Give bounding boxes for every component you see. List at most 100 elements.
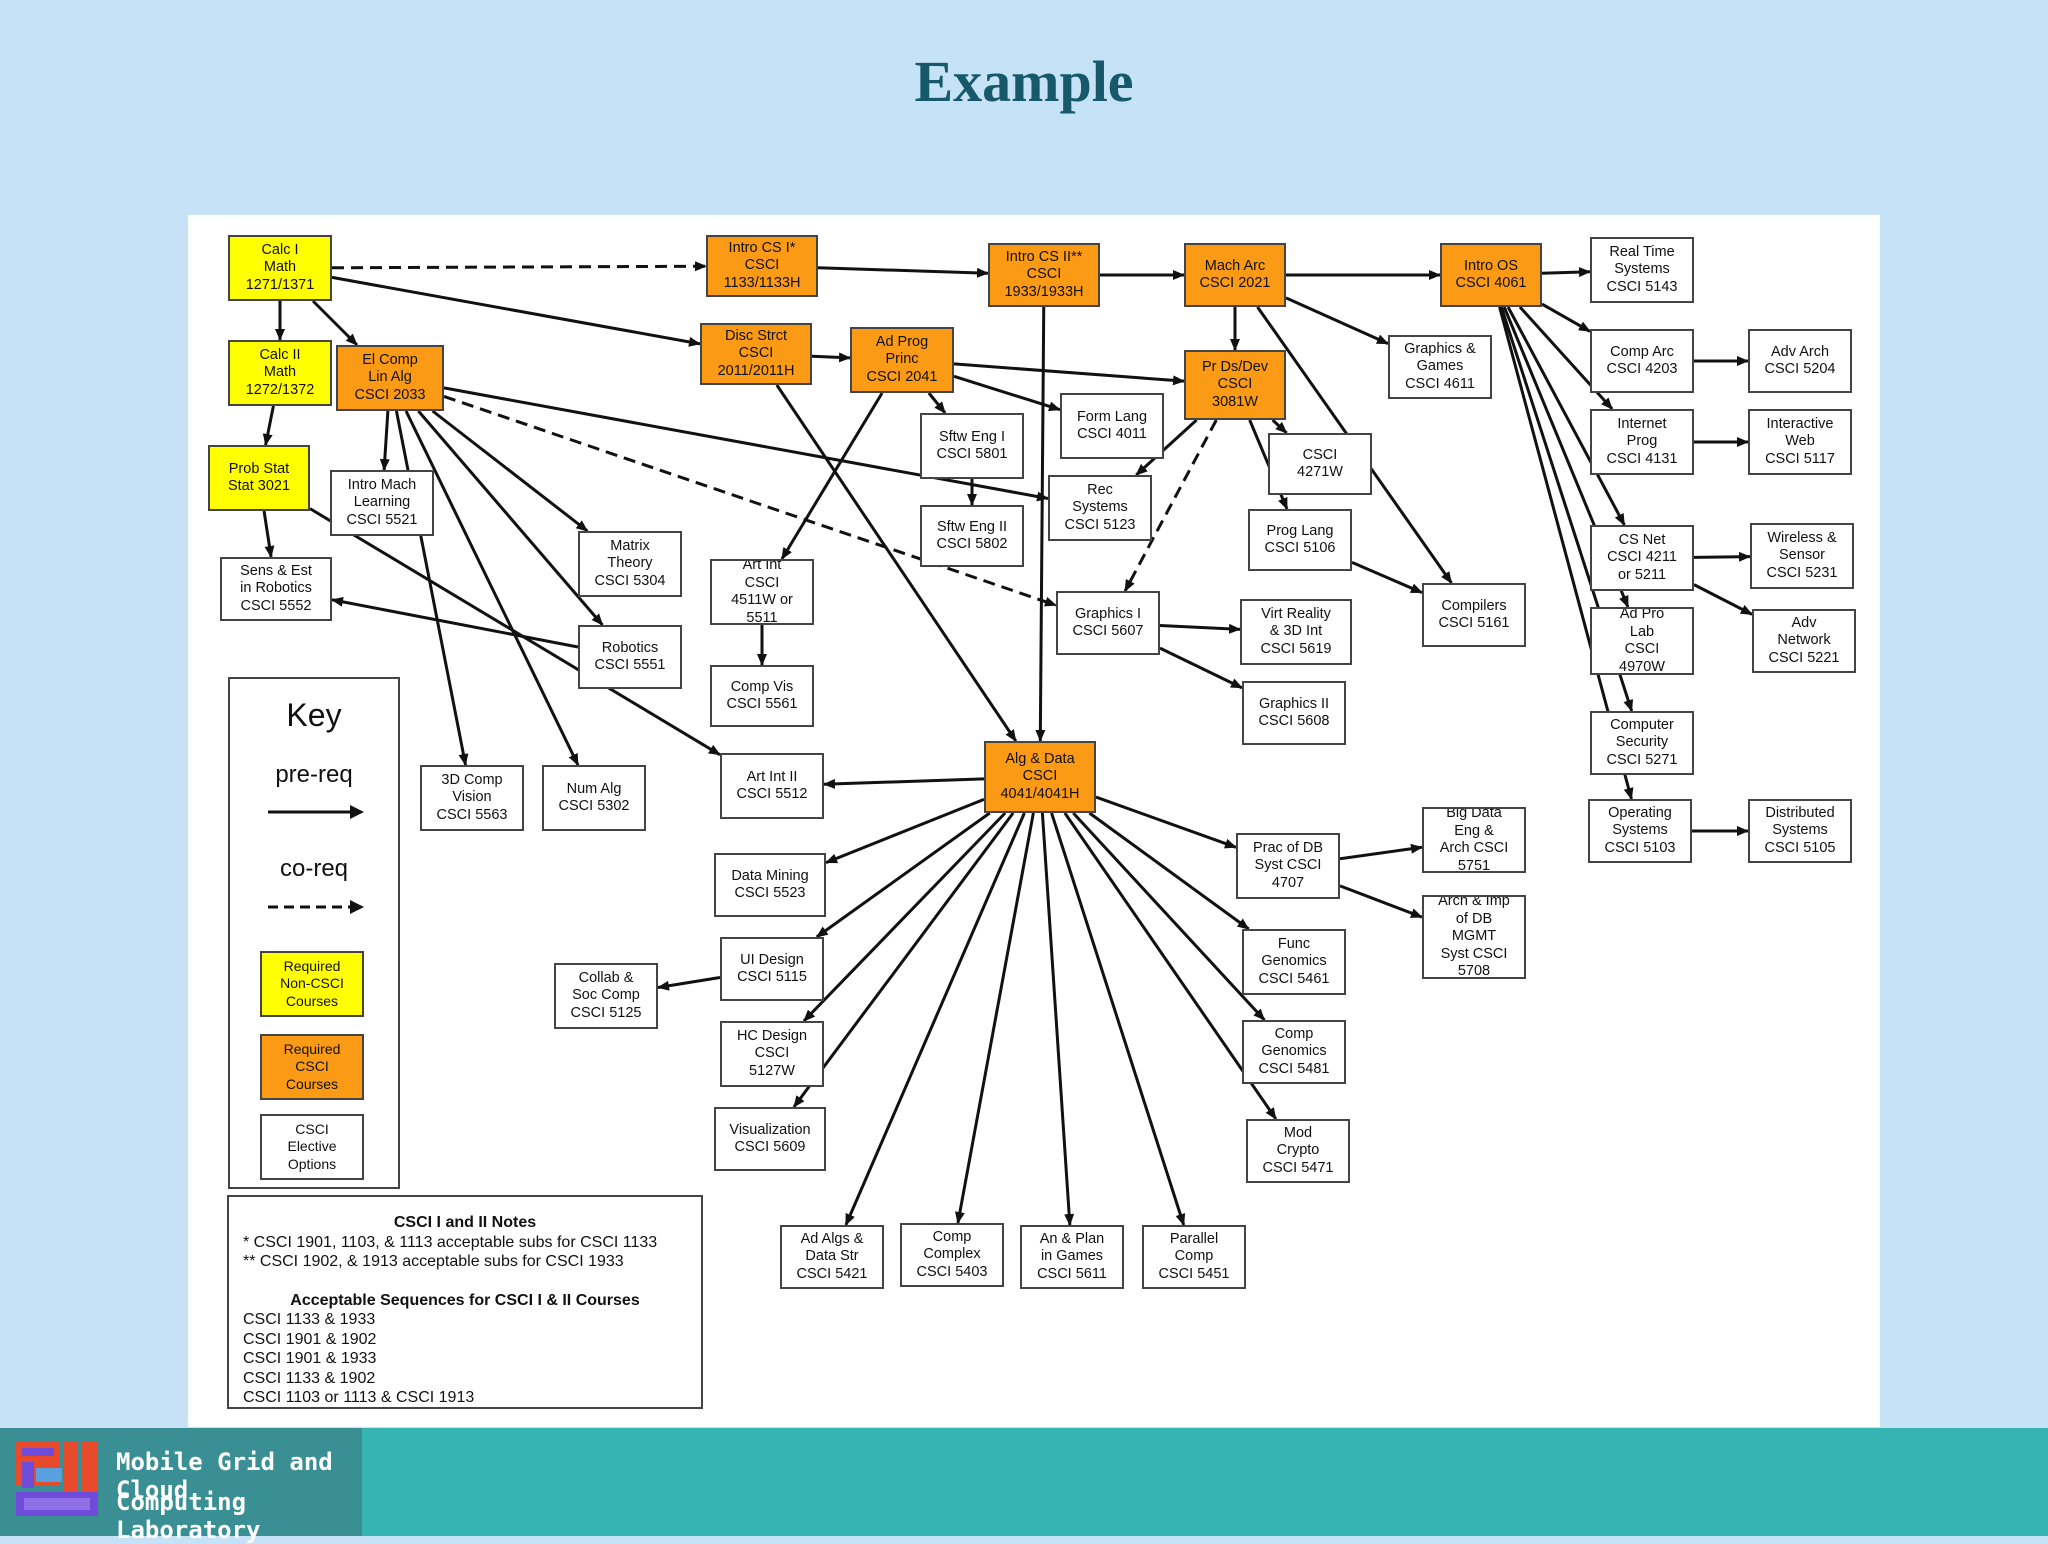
prereq-arrow-algdata-hcdesign <box>802 811 1007 1023</box>
course-node-realtime: Real Time Systems CSCI 5143 <box>1590 237 1694 303</box>
prereq-arrow-pracdb-bigdata <box>1339 843 1423 861</box>
prereq-arrow-introos-realtime <box>1541 267 1591 278</box>
course-node-compilers: Compilers CSCI 5161 <box>1422 583 1526 647</box>
notes-line: CSCI 1133 & 1902 <box>243 1369 376 1387</box>
prereq-arrow-elcomp-matrix <box>431 409 589 533</box>
course-node-probstat: Prob Stat Stat 3021 <box>208 445 310 511</box>
notes-heading-2: Acceptable Sequences for CSCI I & II Cou… <box>290 1291 640 1309</box>
course-node-compsec: Computer Security CSCI 5271 <box>1590 711 1694 775</box>
course-node-datamining: Data Mining CSCI 5523 <box>714 853 826 917</box>
prereq-arrow-graphics1-graphics2 <box>1159 646 1243 690</box>
course-node-artint2: Art Int II CSCI 5512 <box>720 753 824 819</box>
key-title: Key <box>286 697 342 733</box>
key-prereq-arrow <box>268 805 364 819</box>
prereq-arrow-algdata-artint2 <box>823 777 985 789</box>
prereq-arrow-prdsdev-recsys <box>1135 418 1198 477</box>
prereq-arrow-elcomp-numalg <box>404 410 580 766</box>
prereq-arrow-csnet-wireless <box>1693 551 1751 562</box>
prereq-arrow-adprog-artint <box>780 392 884 560</box>
prereq-arrow-proglang-compilers <box>1351 561 1423 594</box>
course-node-adprolab: Ad Pro Lab CSCI 4970W <box>1590 607 1694 675</box>
key-elective: CSCI Elective Options <box>260 1114 364 1180</box>
course-node-comparc: Comp Arc CSCI 4203 <box>1590 329 1694 393</box>
course-node-opsys: Operating Systems CSCI 5103 <box>1588 799 1692 863</box>
prereq-arrow-algdata-compcomplex <box>954 812 1035 1224</box>
prereq-arrow-introos-comparc <box>1541 302 1591 333</box>
lab-logo-icon <box>16 1442 98 1516</box>
course-node-graphics2: Graphics II CSCI 5608 <box>1242 681 1346 745</box>
prereq-arrow-csnet-advnet <box>1693 583 1753 616</box>
prereq-arrow-prdsdev-csci4271 <box>1271 418 1288 435</box>
course-node-compgen: Comp Genomics CSCI 5481 <box>1242 1020 1346 1084</box>
course-node-discstrct: Disc Strct CSCI 2011/2011H <box>700 323 812 385</box>
notes-line: CSCI 1103 or 1113 & CSCI 1913 <box>243 1389 475 1406</box>
prereq-arrow-graphics1-virtreal <box>1159 623 1241 634</box>
key-coreq-label: co-req <box>279 855 349 882</box>
prereq-arrow-algdata-anplan <box>1040 812 1075 1226</box>
course-node-pracdb: Prac of DB Syst CSCI 4707 <box>1236 833 1340 899</box>
course-node-robotics: Robotics CSCI 5551 <box>578 625 682 689</box>
coreq-arrow-prdsdev-graphics1 <box>1123 419 1218 592</box>
course-node-proglang: Prog Lang CSCI 5106 <box>1248 509 1352 571</box>
prereq-arrow-algdata-modcrypto <box>1063 812 1278 1120</box>
prereq-arrow-adprog-prdsdev <box>953 362 1185 386</box>
course-node-algdata: Alg & Data CSCI 4041/4041H <box>984 741 1096 813</box>
course-node-numalg: Num Alg CSCI 5302 <box>542 765 646 831</box>
notes-line: CSCI 1901 & 1933 <box>243 1350 377 1367</box>
course-node-funcgen: Func Genomics CSCI 5461 <box>1242 929 1346 995</box>
course-node-internetprog: Internet Prog CSCI 4131 <box>1590 409 1694 475</box>
prereq-arrow-algdata-compgen <box>1072 811 1266 1022</box>
course-node-sensest: Sens & Est in Robotics CSCI 5552 <box>220 557 332 621</box>
course-node-advnet: Adv Network CSCI 5221 <box>1752 609 1856 673</box>
prereq-arrow-introcs2-algdata <box>1035 306 1046 742</box>
course-node-sftweng2: Sftw Eng II CSCI 5802 <box>920 505 1024 567</box>
coreq-arrow-calc1-introcs1 <box>331 261 707 272</box>
course-node-graphgames: Graphics & Games CSCI 4611 <box>1388 335 1492 399</box>
prereq-arrow-algdata-funcgen <box>1088 811 1250 931</box>
course-node-visualization: Visualization CSCI 5609 <box>714 1107 826 1171</box>
prereq-arrow-algdata-visualization <box>792 812 1015 1108</box>
legend-key: Key pre-req co-req Required Non-CSCI Cou… <box>228 677 400 1189</box>
course-node-prdsdev: Pr Ds/Dev CSCI 3081W <box>1184 350 1286 420</box>
prereq-arrow-elcomp-recsys <box>443 386 1049 502</box>
course-node-anplan: An & Plan in Games CSCI 5611 <box>1020 1225 1124 1289</box>
prereq-arrow-discstrct-adprog <box>811 352 851 363</box>
course-node-matrix: Matrix Theory CSCI 5304 <box>578 531 682 597</box>
course-node-introcs2: Intro CS II** CSCI 1933/1933H <box>988 243 1100 307</box>
notes-line: * CSCI 1901, 1103, & 1113 acceptable sub… <box>243 1233 658 1251</box>
course-node-compvis: Comp Vis CSCI 5561 <box>710 665 814 727</box>
notes-heading-1: CSCI I and II Notes <box>393 1214 537 1231</box>
prereq-arrow-algdata-parallel <box>1050 812 1186 1226</box>
key-coreq-arrow <box>268 900 364 914</box>
prereq-arrow-adprog-sftweng1 <box>927 392 947 414</box>
course-node-adalgs: Ad Algs & Data Str CSCI 5421 <box>780 1225 884 1289</box>
course-node-archdb: Arch & Imp of DB MGMT Syst CSCI 5708 <box>1422 895 1526 979</box>
notes-line: CSCI 1133 & 1933 <box>243 1311 376 1328</box>
course-node-adprog: Ad Prog Princ CSCI 2041 <box>850 327 954 393</box>
course-node-compcomplex: Comp Complex CSCI 5403 <box>900 1223 1004 1287</box>
course-node-csci4271: CSCI 4271W <box>1268 433 1372 495</box>
course-node-csnet: CS Net CSCI 4211 or 5211 <box>1590 525 1694 591</box>
course-node-distsys: Distributed Systems CSCI 5105 <box>1748 799 1852 863</box>
lab-logo: Mobile Grid and Cloud Computing Laborato… <box>0 1428 362 1544</box>
prereq-arrow-algdata-pracdb <box>1095 795 1237 849</box>
course-node-wireless: Wireless & Sensor CSCI 5231 <box>1750 523 1854 589</box>
course-node-virtreal: Virt Reality & 3D Int CSCI 5619 <box>1240 599 1352 665</box>
prereq-arrow-adprog-formlang <box>953 374 1061 412</box>
key-prereq-label: pre-req <box>275 761 353 788</box>
prereq-arrow-introcs1-introcs2 <box>817 266 989 278</box>
course-node-comp3dvis: 3D Comp Vision CSCI 5563 <box>420 765 524 831</box>
course-node-calc2: Calc II Math 1272/1372 <box>228 340 332 406</box>
course-node-bigdata: Big Data Eng & Arch CSCI 5751 <box>1422 807 1526 873</box>
prereq-arrow-algdata-adalgs <box>844 812 1026 1226</box>
prereq-arrow-probstat-artint2 <box>309 507 721 757</box>
course-node-sftweng1: Sftw Eng I CSCI 5801 <box>920 413 1024 479</box>
prereq-arrow-calc1-elcomp <box>311 299 359 347</box>
course-node-collab: Collab & Soc Comp CSCI 5125 <box>554 963 658 1029</box>
course-node-interweb: Interactive Web CSCI 5117 <box>1748 409 1852 475</box>
key-required-csci: Required CSCI Courses <box>260 1034 364 1100</box>
course-node-intromach: Intro Mach Learning CSCI 5521 <box>330 470 434 536</box>
course-node-graphics1: Graphics I CSCI 5607 <box>1056 591 1160 655</box>
footer-bar: Mobile Grid and Cloud Computing Laborato… <box>0 1428 2048 1544</box>
course-node-formlang: Form Lang CSCI 4011 <box>1060 393 1164 459</box>
